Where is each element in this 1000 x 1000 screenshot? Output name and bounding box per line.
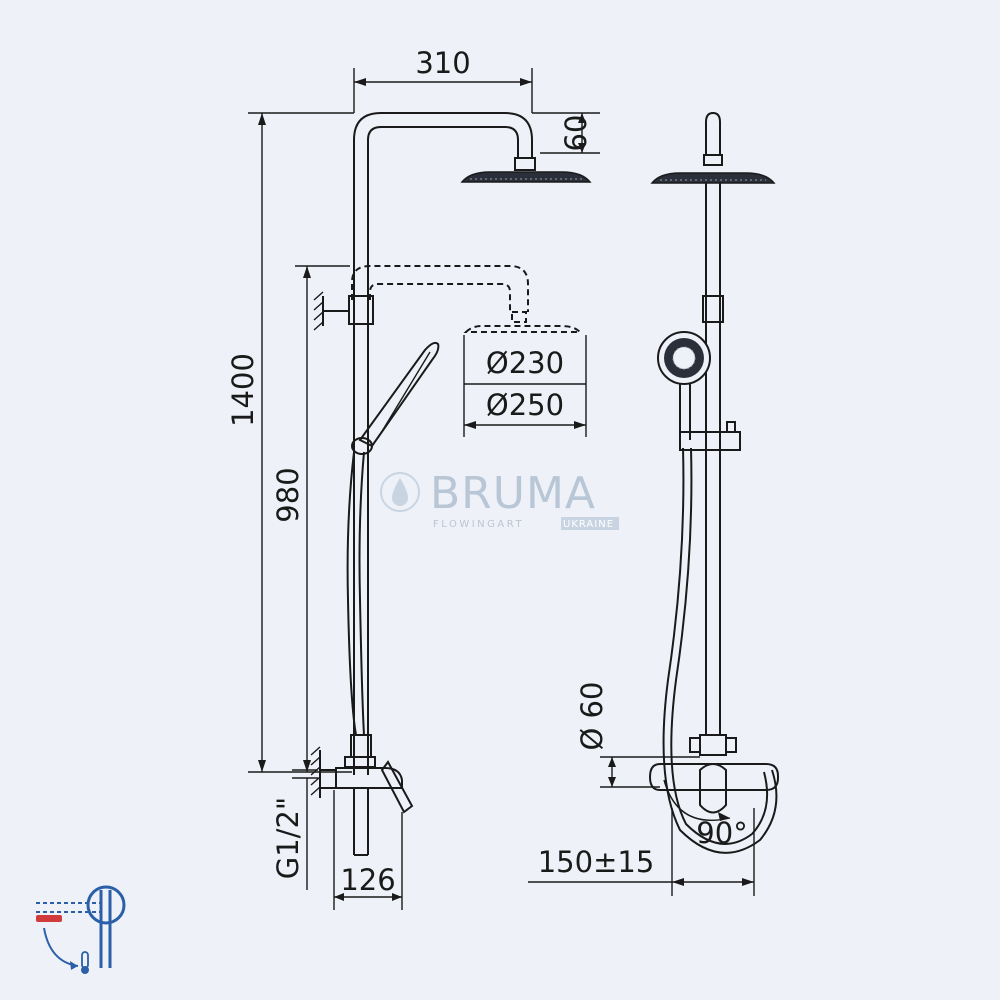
mixer-lever-side — [380, 760, 414, 814]
riser-pipe-inner — [367, 126, 519, 775]
dim-mixer-depth: 126 — [340, 863, 395, 897]
hand-shower-side — [358, 341, 440, 448]
dim-head-height: 60 — [559, 115, 593, 152]
dim-total-height: 1400 — [226, 353, 260, 427]
dim-head-diameter-large: Ø250 — [486, 388, 564, 422]
front-view: 90° Ø 60 150±15 — [528, 111, 779, 896]
mixer-body-side — [335, 767, 403, 789]
mixer-lever-front — [699, 763, 727, 814]
dim-handle-rotation: 90° — [696, 816, 747, 850]
side-view: 310 60 1400 980 G1/2" 126 — [226, 46, 600, 910]
hose-front — [662, 447, 778, 854]
wall-mixer-icon — [36, 885, 126, 974]
shower-head-side — [460, 171, 592, 183]
watermark-region: UKRAINE — [563, 519, 614, 530]
dim-hose-diameter: Ø 60 — [575, 682, 609, 751]
lower-head-dashed — [463, 325, 583, 333]
dim-inlet-spacing: 150±15 — [538, 845, 655, 879]
watermark-tagline: FLOWINGART — [433, 519, 524, 530]
wall-bracket — [348, 295, 374, 325]
head-connector — [514, 157, 536, 171]
lower-arm-dashed — [351, 265, 529, 312]
watermark-brand: BRUMA — [430, 468, 596, 519]
shower-head-front — [650, 172, 776, 184]
slider-bracket — [679, 431, 741, 451]
dim-bracket-height: 980 — [271, 467, 305, 522]
dim-connection-thread: G1/2" — [271, 797, 305, 879]
riser-pipe-outer — [353, 112, 533, 775]
dim-head-diameter-small: Ø230 — [486, 346, 564, 380]
mixer-body-front — [648, 763, 779, 791]
dim-width-top: 310 — [415, 46, 470, 80]
bruma-watermark: BRUMA FLOWINGART UKRAINE — [380, 468, 619, 530]
hose-side — [346, 451, 357, 736]
